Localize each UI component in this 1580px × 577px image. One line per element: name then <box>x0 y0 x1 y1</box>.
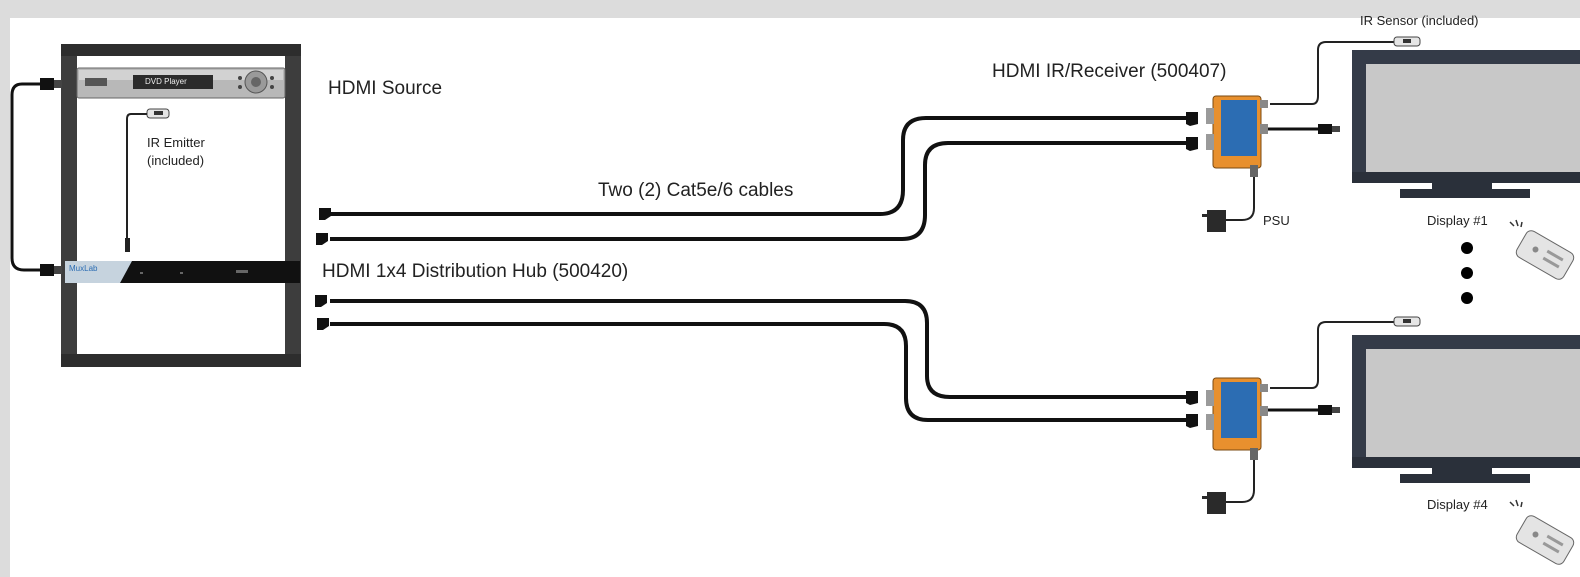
cat5e-cable-group-upper <box>330 116 1188 241</box>
hub-label: HDMI 1x4 Distribution Hub (500420) <box>322 261 629 282</box>
receiver-label: HDMI IR/Receiver (500407) <box>992 61 1227 82</box>
display-4-screen <box>1352 335 1580 483</box>
dvd-player <box>76 67 286 99</box>
ir-emitter-label-line1: IR Emitter <box>147 135 205 150</box>
dvd-player-label: DVD Player <box>145 77 187 86</box>
display-1-label: Display #1 <box>1427 213 1488 228</box>
ir-emitter-label-line2: (included) <box>147 153 205 168</box>
receiver-device-1 <box>1206 95 1268 177</box>
ir-sensor-cable-1 <box>1270 41 1394 105</box>
hdmi-source-label: HDMI Source <box>328 78 443 99</box>
rj45-plugs <box>315 112 1198 428</box>
more-displays-dots <box>1461 242 1473 304</box>
cables-label: Two (2) Cat5e/6 cables <box>598 180 794 201</box>
remote-control-1 <box>1509 219 1575 280</box>
hdmi-out-cables <box>1268 124 1340 415</box>
psu-1 <box>1202 177 1255 232</box>
ir-emitter <box>125 108 170 252</box>
hdmi-loop-cable <box>10 78 62 276</box>
remote-control-4 <box>1509 499 1575 565</box>
hub-brand-label: MuxLab <box>69 264 98 273</box>
cat5e-cable-group-lower <box>330 299 1188 422</box>
ir-sensor-label: IR Sensor (included) <box>1360 13 1479 28</box>
psu-4 <box>1202 460 1255 514</box>
display-1-screen <box>1352 50 1580 198</box>
distribution-hub-device <box>65 261 300 283</box>
receiver-device-4 <box>1206 377 1268 460</box>
display-4-label: Display #4 <box>1427 497 1488 512</box>
psu-label: PSU <box>1263 213 1290 228</box>
ir-sensor-cable-4 <box>1270 321 1394 389</box>
ir-sensor-icons <box>1393 36 1421 327</box>
